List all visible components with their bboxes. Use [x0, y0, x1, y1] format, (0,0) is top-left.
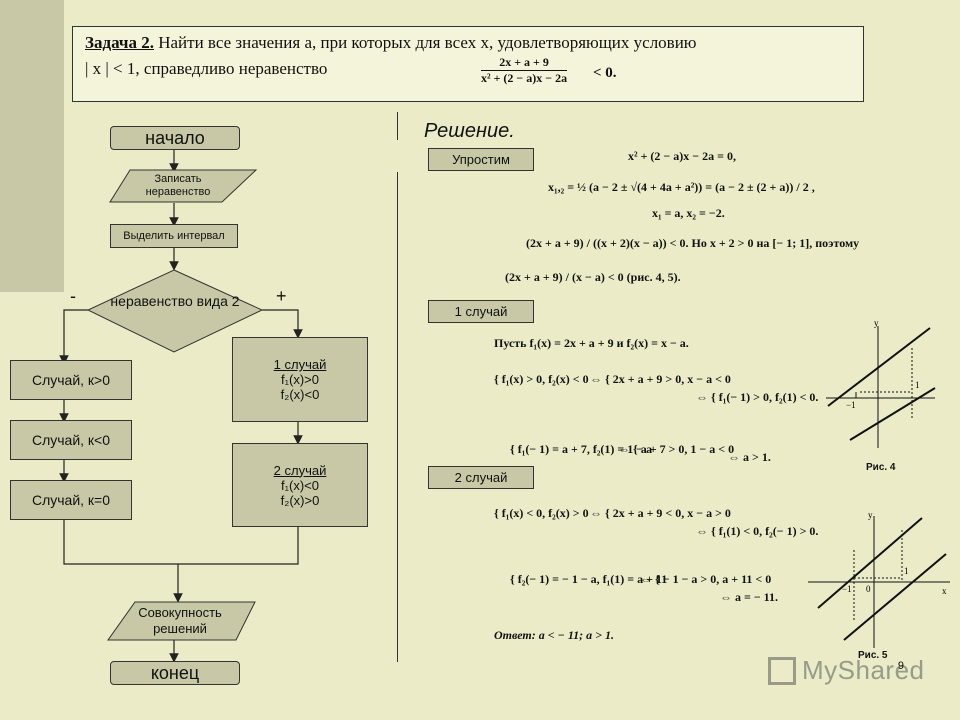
- flow-end: конец: [110, 661, 240, 685]
- flow-case-1-line-2: f₂(х)<0: [280, 387, 320, 402]
- task-text-1: Найти все значения а, при которых для вс…: [158, 33, 697, 52]
- math-system-3a: { f₁(x) < 0, f₂(x) > 0: [494, 506, 589, 520]
- fig5-line-f2: [843, 553, 947, 641]
- fig4-line-f2: [849, 387, 936, 441]
- figure-5-caption: Рис. 5: [858, 650, 888, 661]
- figure-5: y x −1 0 1: [808, 510, 950, 648]
- fig4-tick-1-label: 1: [915, 380, 920, 390]
- figure-4-caption: Рис. 4: [866, 462, 896, 473]
- solution-case-2-label: 2 случай: [428, 466, 534, 489]
- math-system-3b: ⇔ { 2x + a + 9 < 0, x − a > 0: [590, 506, 731, 520]
- flow-case-k-neg: Случай, к<0: [10, 420, 132, 460]
- sidebar-panel: [0, 0, 64, 292]
- task-line-1: Задача 2. Найти все значения а, при кото…: [85, 33, 697, 53]
- flow-start: начало: [110, 126, 240, 150]
- solution-case-1-label: 1 случай: [428, 300, 534, 323]
- flow-case-1-title: 1 случай: [273, 357, 327, 372]
- math-system-2a: { f₁(− 1) = a + 7, f₂(1) = 1 − a: [510, 442, 653, 456]
- flow-case-1-line-1: f₁(х)>0: [281, 372, 319, 387]
- flow-case-2-line-2: f₂(х)>0: [280, 492, 320, 508]
- math-system-1b: ⇔ { 2x + a + 9 > 0, x − a < 0: [590, 372, 731, 386]
- task-label: Задача 2.: [85, 33, 154, 52]
- flow-case-k-pos: Случай, к>0: [10, 360, 132, 400]
- fig5-tick-1-label: 1: [904, 566, 909, 576]
- flow-case-1: 1 случай f₁(х)>0 f₂(х)<0: [232, 337, 368, 422]
- fig5-tick-0-label: 0: [866, 584, 871, 594]
- flow-decision-label: неравенство вида 2: [110, 293, 240, 309]
- fig5-line-f1: [817, 517, 923, 609]
- fig5-y-label: y: [868, 510, 873, 520]
- flow-case-k-zero: Случай, к=0: [10, 480, 132, 520]
- task-line-2: | х | < 1, справедливо неравенство: [85, 59, 328, 78]
- fig4-y-label: y: [874, 318, 879, 328]
- flow-case-2-line-1: f₁(х)<0: [281, 477, 319, 493]
- task-fraction-numerator: 2x + a + 9: [481, 55, 568, 71]
- math-system-2b: ⇔ { a + 7 > 0, 1 − a < 0: [618, 442, 735, 456]
- math-line-6: Пусть f₁(x) = 2x + a + 9 и f₂(x) = x − a…: [494, 336, 689, 350]
- math-line-2: x₁,₂ = ½ (a − 2 ± √(4 + 4a + a²)) = (a −…: [548, 180, 815, 194]
- task-fraction: 2x + a + 9 x² + (2 − a)x − 2a: [481, 55, 568, 86]
- math-system-2c: ⇔ a > 1.: [728, 450, 771, 464]
- flow-case-2: 2 случай f₁(х)<0 f₂(х)>0: [232, 443, 368, 527]
- fig4-line-f1: [827, 327, 931, 407]
- watermark-logo-icon: [768, 656, 796, 685]
- fig5-tick-m1-label: −1: [842, 584, 852, 594]
- divider-top: [397, 112, 398, 140]
- solution-simplify-label: Упростим: [428, 148, 534, 171]
- flowchart-connectors: [59, 149, 303, 663]
- figure-4: y −1 1: [826, 318, 936, 448]
- math-line-1: x² + (2 − a)x − 2a = 0,: [628, 149, 736, 163]
- math-answer: Ответ: a < − 11; a > 1.: [494, 628, 614, 642]
- page-number: 9: [897, 660, 904, 672]
- math-system-4a: { f₂(− 1) = − 1 − a, f₁(1) = a + 11: [510, 572, 668, 586]
- flow-case-2-title: 2 случай: [273, 462, 327, 478]
- math-system-1c: ⇔ { f₁(− 1) > 0, f₂(1) < 0.: [696, 390, 819, 404]
- math-system-4b: ⇔ { − 1 − a > 0, a + 11 < 0: [640, 572, 772, 586]
- divider-main: [397, 172, 398, 662]
- math-line-4: (2x + a + 9) / ((x + 2)(x − a)) < 0. Но …: [526, 236, 860, 250]
- watermark: MyShared: [768, 655, 925, 686]
- flow-aggregate-label: Совокупность решений: [138, 605, 222, 636]
- fig5-x-label: x: [942, 586, 947, 596]
- decision-diamond: [86, 269, 264, 353]
- flow-interval: Выделить интервал: [110, 224, 238, 248]
- task-inequality-sign: < 0.: [593, 65, 617, 81]
- task-box: Задача 2. Найти все значения а, при кото…: [72, 26, 864, 102]
- flow-write-label: Записать неравенство: [145, 173, 211, 198]
- io-parallelogram-write: [109, 169, 258, 203]
- math-line-3: x₁ = a, x₂ = −2.: [652, 206, 725, 220]
- math-system-4c: ⇔ a = − 11.: [720, 590, 779, 604]
- flow-plus-label: +: [276, 286, 287, 306]
- flow-minus-label: -: [70, 286, 76, 306]
- watermark-text: MyShared: [802, 655, 925, 685]
- math-system-3c: ⇔ { f₁(1) < 0, f₂(− 1) > 0.: [696, 524, 819, 538]
- task-fraction-denominator: x² + (2 − a)x − 2a: [481, 71, 568, 85]
- io-parallelogram-aggregate: [107, 601, 256, 641]
- math-system-1a: { f₁(x) > 0, f₂(x) < 0: [494, 372, 589, 386]
- solution-heading: Решение.: [424, 120, 515, 142]
- math-line-5: (2x + a + 9) / (x − a) < 0 (рис. 4, 5).: [505, 270, 681, 284]
- fig4-tick-m1-label: −1: [846, 400, 856, 410]
